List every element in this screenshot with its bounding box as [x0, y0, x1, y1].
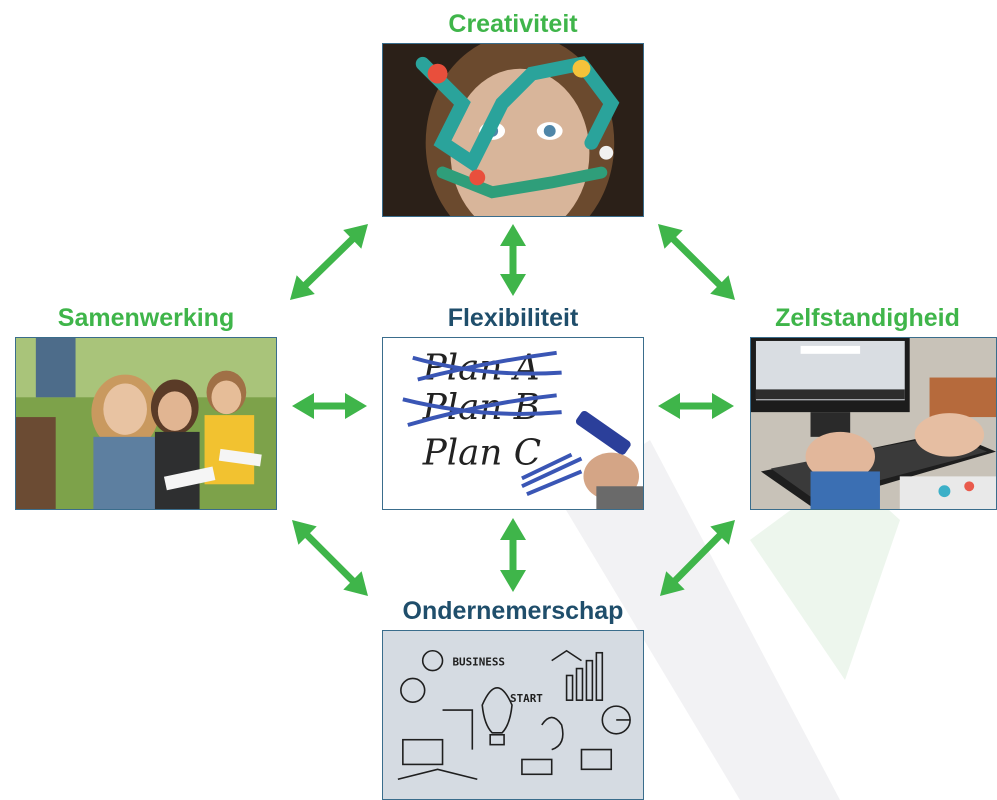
svg-text:Plan A: Plan A: [422, 348, 540, 389]
label-samenwerking: Samenwerking: [57, 304, 235, 332]
arrow-bottom-right: [660, 520, 735, 596]
keyboard-photo: [750, 337, 997, 510]
arrow-bottom-center: [500, 518, 526, 592]
label-flexibiliteit: Flexibiliteit: [447, 304, 579, 332]
arrow-center-right: [658, 393, 734, 419]
arrow-top-left: [290, 224, 368, 300]
sketch-word-business: BUSINESS: [452, 656, 504, 669]
teamwork-photo: [15, 337, 277, 510]
svg-text:Plan C: Plan C: [422, 433, 541, 474]
label-zelfstandigheid: Zelfstandigheid: [775, 304, 960, 332]
business-sketch-photo: BUSINESS START: [382, 630, 644, 800]
arrow-top-right: [658, 224, 735, 300]
arrow-bottom-left: [292, 520, 368, 596]
label-ondernemerschap: Ondernemerschap: [402, 597, 624, 625]
creativity-photo: [382, 43, 644, 217]
arrow-top-center: [500, 224, 526, 296]
label-creativiteit: Creativiteit: [448, 10, 578, 38]
sketch-word-start: START: [510, 692, 543, 705]
arrow-left-center: [292, 393, 367, 419]
plan-abc-photo: Plan A Plan B Plan C: [382, 337, 644, 510]
